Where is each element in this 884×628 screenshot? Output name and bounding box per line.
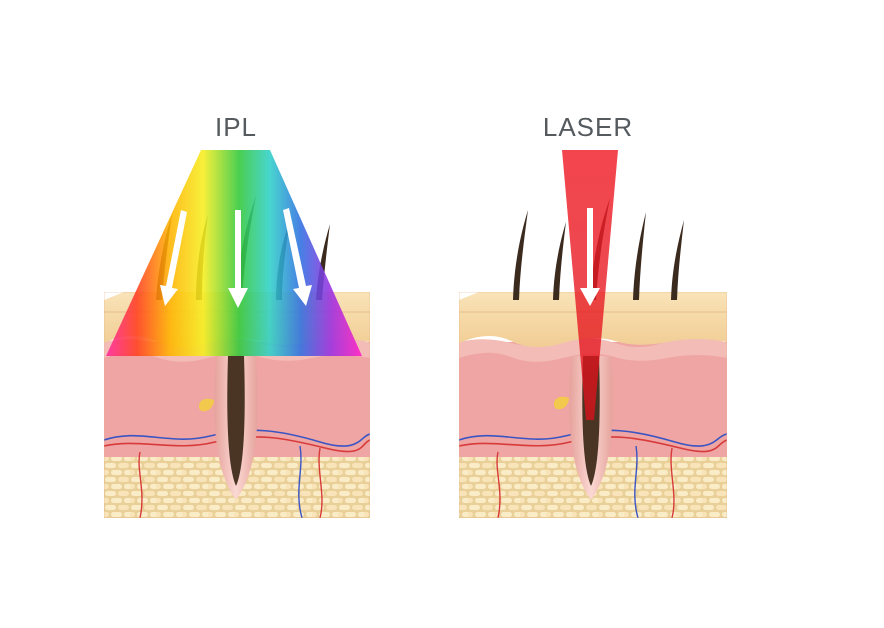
hair-icon (633, 212, 646, 300)
laser-skin-block (459, 150, 727, 518)
arrow-down-icon (228, 210, 248, 308)
artery (104, 436, 370, 453)
ipl-light-beam (106, 150, 362, 356)
laser-label: LASER (542, 112, 634, 142)
ipl-skin-block (104, 150, 370, 518)
arrow-down-icon (580, 208, 600, 306)
artery (459, 436, 727, 453)
ipl-label: IPL (214, 112, 258, 142)
sebaceous-gland (553, 396, 569, 410)
hair-icon (553, 222, 566, 300)
sebaceous-gland (198, 398, 214, 412)
hair-icon (671, 220, 684, 300)
arrow-down-icon (283, 208, 312, 306)
arrow-down-icon (160, 210, 187, 306)
ipl-arrows (160, 208, 312, 308)
hair-icon (513, 210, 528, 300)
